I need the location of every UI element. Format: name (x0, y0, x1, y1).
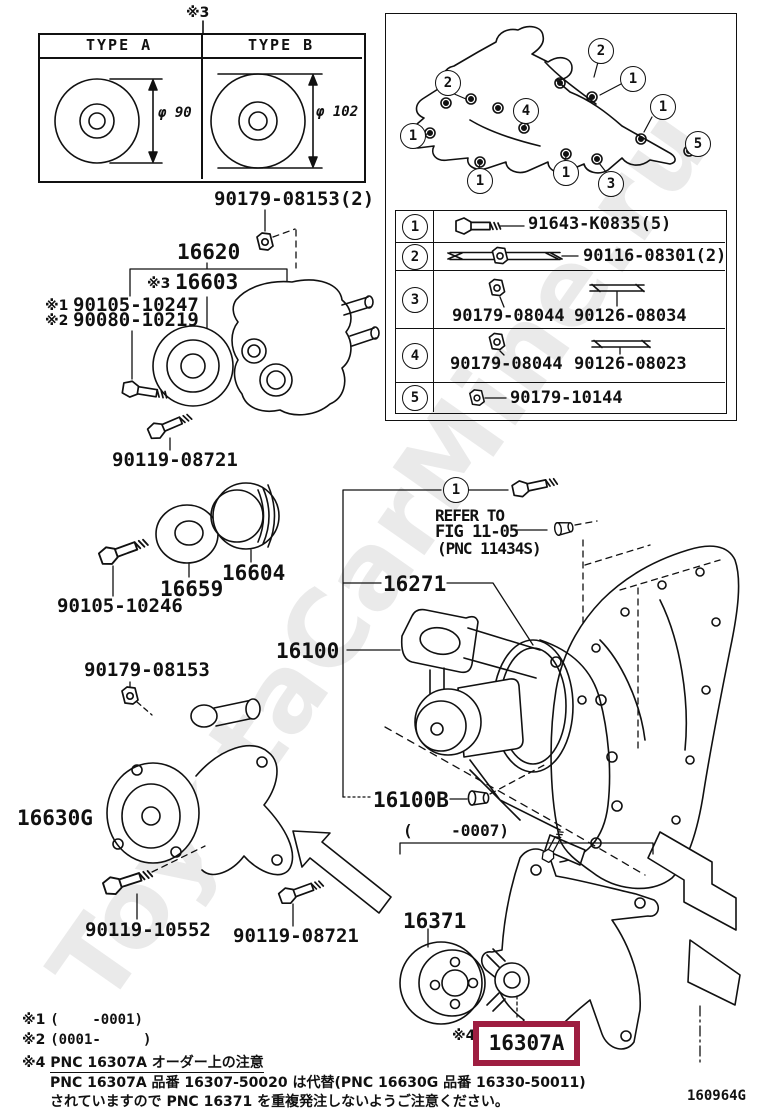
part-label-90179-08153: 90179-08153 (84, 659, 210, 681)
part-label-16100: 16100 (276, 639, 340, 663)
engine-view-box (385, 13, 737, 421)
part-label-16604: 16604 (222, 561, 286, 585)
direction-arrow (292, 830, 392, 914)
note-4-title: ※4 PNC 16307A オーダー上の注意 (22, 1055, 264, 1073)
table-callout-1: 1 (402, 214, 428, 240)
type-table-col-divider (201, 33, 203, 179)
diameter-b-label: φ 102 (316, 104, 359, 120)
timing-cover-drawing (550, 544, 741, 1063)
part-label-16603: 16603 (175, 270, 239, 294)
part-91643-K0835: 91643-K0835(5) (528, 214, 672, 234)
part-label-90119-08721-upper: 90119-08721 (112, 449, 238, 471)
part-label-90179-08153-2: 90179-08153(2) (214, 188, 375, 210)
engine-callout: 1 (620, 66, 646, 92)
part-label-90080-10219: 90080-10219 (73, 309, 199, 331)
part-90179-10144: 90179-10144 (510, 388, 623, 408)
ref-mark-4: ※4 (452, 1028, 476, 1044)
ref-mark-3: ※3 (147, 276, 171, 292)
part-label-16620: 16620 (177, 240, 241, 264)
diameter-a-label: φ 90 (158, 105, 192, 121)
part-label-90119-08721-lower: 90119-08721 (233, 925, 359, 947)
figure-code: 160964G (686, 1088, 746, 1104)
engine-callout: 4 (513, 98, 539, 124)
fastener-table (395, 210, 727, 414)
part-90126-08034: 90126-08034 (574, 306, 687, 326)
engine-callout: 3 (598, 171, 624, 197)
table-callout-2: 2 (402, 244, 428, 270)
part-label-90105-10246: 90105-10246 (57, 595, 183, 617)
note-4-line1: PNC 16307A 品番 16307-50020 は代替(PNC 16630G… (50, 1075, 586, 1091)
table-callout-5: 5 (402, 385, 428, 411)
ref-mark-2: ※2 (45, 313, 69, 329)
engine-callout: 1 (467, 168, 493, 194)
range-0007-label: ( -0007) (403, 821, 509, 840)
part-label-16100b: 16100B (373, 788, 449, 812)
note-4-line2: されていますので PNC 16371 を重複発注しないようご注意ください。 (50, 1094, 509, 1110)
callout-1-middle: 1 (443, 477, 469, 503)
part-90179-08044-r4: 90179-08044 (450, 354, 563, 374)
engine-callout: 1 (650, 94, 676, 120)
part-label-90119-10552: 90119-10552 (85, 919, 211, 941)
ref-mark-1: ※1 (45, 298, 69, 314)
note-1: ※1 ( -0001) (22, 1012, 143, 1028)
part-90126-08023: 90126-08023 (574, 354, 687, 374)
type-table-header-divider (38, 57, 362, 59)
type-a-header: TYPE A (86, 36, 153, 54)
part-90179-08044-r3: 90179-08044 (452, 306, 565, 326)
engine-callout: 1 (553, 160, 579, 186)
part-label-16307a: 16307A (488, 1031, 565, 1056)
engine-callout: 2 (588, 38, 614, 64)
gasket-16271-ring (492, 639, 574, 773)
ref-mark-3-top: ※3 (186, 5, 210, 21)
part-label-16659: 16659 (160, 577, 224, 601)
type-b-header: TYPE B (248, 36, 315, 54)
part-label-16630g: 16630G (17, 806, 93, 830)
engine-callout: 5 (685, 131, 711, 157)
highlight-box-16307a: 16307A (473, 1021, 580, 1066)
part-label-16371: 16371 (403, 909, 467, 933)
table-callout-4: 4 (402, 343, 428, 369)
part-label-16271: 16271 (383, 572, 447, 596)
note-2: ※2 (0001- ) (22, 1032, 152, 1048)
part-90116-08301: 90116-08301(2) (583, 246, 727, 266)
engine-callout: 2 (435, 70, 461, 96)
refer-to-line3: (PNC 11434S) (437, 539, 542, 558)
table-callout-3: 3 (402, 287, 428, 313)
engine-callout: 1 (400, 123, 426, 149)
